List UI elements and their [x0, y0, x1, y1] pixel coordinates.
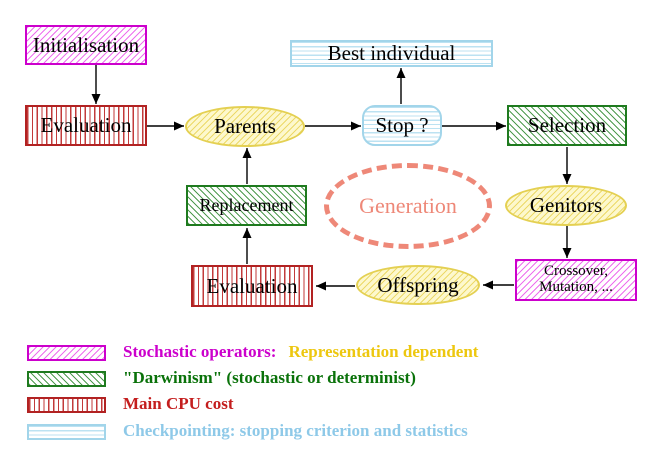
legend-row-cpu-cost: Main CPU cost [0, 394, 662, 415]
node-initialisation: Initialisation [25, 25, 147, 65]
red-vertical-stripes-swatch-icon [27, 397, 106, 413]
legend-row-darwinism: "Darwinism" (stochastic or determinist) [0, 368, 662, 389]
legend-label-darwinism: "Darwinism" (stochastic or determinist) [123, 368, 416, 387]
node-best-individual: Best individual [290, 40, 493, 67]
node-parents: Parents [185, 106, 305, 147]
legend-row-stochastic-operators: Stochastic operators: Representation depe… [0, 342, 662, 363]
legend-label-representation: Representation dependent [288, 342, 479, 361]
generation-loop-ellipse: Generation [324, 163, 492, 249]
legend-label-stochastic: Stochastic operators: [123, 342, 277, 361]
node-evaluation-bottom: Evaluation [191, 265, 313, 307]
variation-label-line2: Mutation, ... [539, 279, 613, 295]
magenta-diagonal-hatch-swatch-icon [27, 345, 106, 361]
node-replacement: Replacement [186, 185, 307, 226]
green-diagonal-hatch-swatch-icon [27, 371, 106, 387]
node-genitors: Genitors [505, 185, 627, 226]
legend-label-checkpointing: Checkpointing: stopping criterion and st… [123, 421, 468, 440]
cyan-horizontal-stripes-swatch-icon [27, 424, 106, 440]
node-evaluation-top: Evaluation [25, 105, 147, 146]
node-offspring: Offspring [356, 265, 480, 305]
node-variation-operators: Crossover, Mutation, ... [515, 259, 637, 301]
variation-label-line1: Crossover, [544, 263, 608, 280]
legend-label: Stochastic operators: Representation depe… [123, 342, 478, 362]
node-stop: Stop ? [362, 105, 442, 146]
legend-row-checkpointing: Checkpointing: stopping criterion and st… [0, 421, 662, 442]
legend-label-cpu-cost: Main CPU cost [123, 394, 234, 413]
node-selection: Selection [507, 105, 627, 146]
